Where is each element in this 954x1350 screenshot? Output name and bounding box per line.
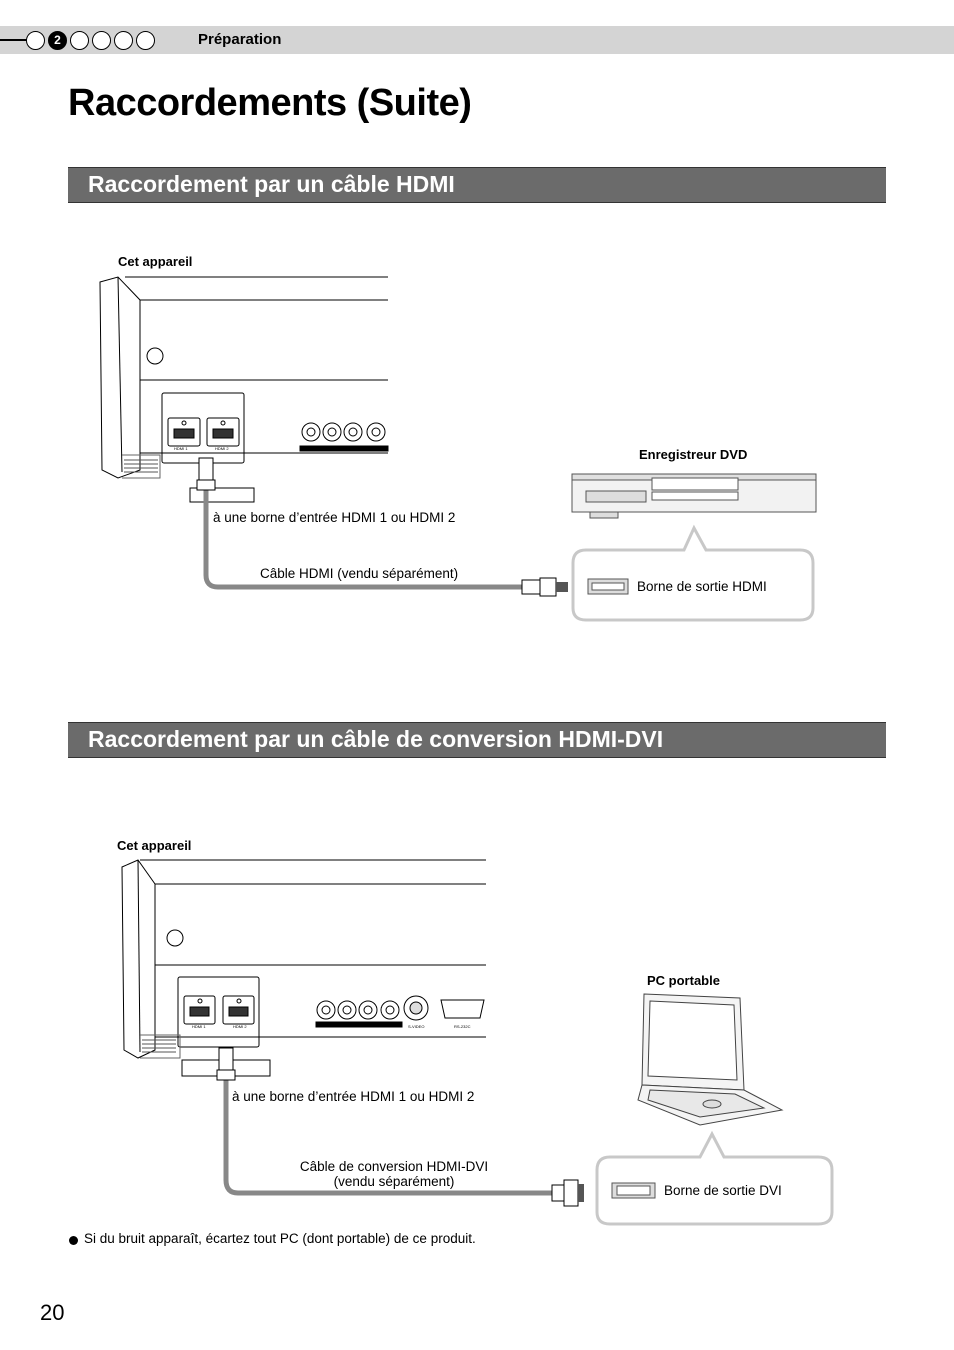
port-label: HDMI 2 <box>215 446 229 451</box>
cable-label: Câble HDMI (vendu séparément) <box>260 566 458 581</box>
port-label: HDMI 2 <box>233 1024 247 1029</box>
dvd-recorder-illustration <box>572 474 816 518</box>
input-label: à une borne d’entrée HDMI 1 ou HDMI 2 <box>232 1089 474 1104</box>
pc-label: PC portable <box>647 973 720 988</box>
laptop-illustration <box>638 994 782 1125</box>
section-heading-dvi: Raccordement par un câble de conversion … <box>68 722 886 758</box>
note-text: Si du bruit apparaît, écartez tout PC (d… <box>84 1231 476 1246</box>
vent-grille <box>124 460 158 472</box>
vent-grille <box>142 1040 176 1052</box>
dvi-plug-pc-end <box>552 1180 584 1206</box>
cable-label-line: (vendu séparément) <box>284 1174 504 1189</box>
projector-rear-illustration-2 <box>122 860 486 1076</box>
hdmi-plug-projector-end <box>197 458 215 490</box>
hdmi-plug-dvd-end <box>522 578 568 596</box>
hdmi-plug-projector-end <box>217 1048 235 1080</box>
output-label: Borne de sortie DVI <box>664 1183 782 1198</box>
device-label: Cet appareil <box>118 254 192 269</box>
port-label: S-VIDEO <box>408 1024 424 1029</box>
page-number: 20 <box>40 1300 64 1326</box>
bullet-icon <box>69 1236 78 1245</box>
input-label: à une borne d’entrée HDMI 1 ou HDMI 2 <box>213 510 455 525</box>
dvd-recorder-label: Enregistreur DVD <box>639 447 747 462</box>
output-label: Borne de sortie HDMI <box>637 579 767 594</box>
cable-label-line: Câble de conversion HDMI-DVI <box>284 1159 504 1174</box>
port-label: RS-232C <box>454 1024 470 1029</box>
output-callout-hdmi <box>573 528 813 620</box>
output-callout-dvi <box>597 1134 832 1224</box>
port-label: HDMI 1 <box>192 1024 206 1029</box>
device-label: Cet appareil <box>117 838 191 853</box>
cable-label: Câble de conversion HDMI-DVI (vendu sépa… <box>284 1159 504 1189</box>
port-label: HDMI 1 <box>174 446 188 451</box>
section-heading-text: Raccordement par un câble de conversion … <box>88 726 663 753</box>
